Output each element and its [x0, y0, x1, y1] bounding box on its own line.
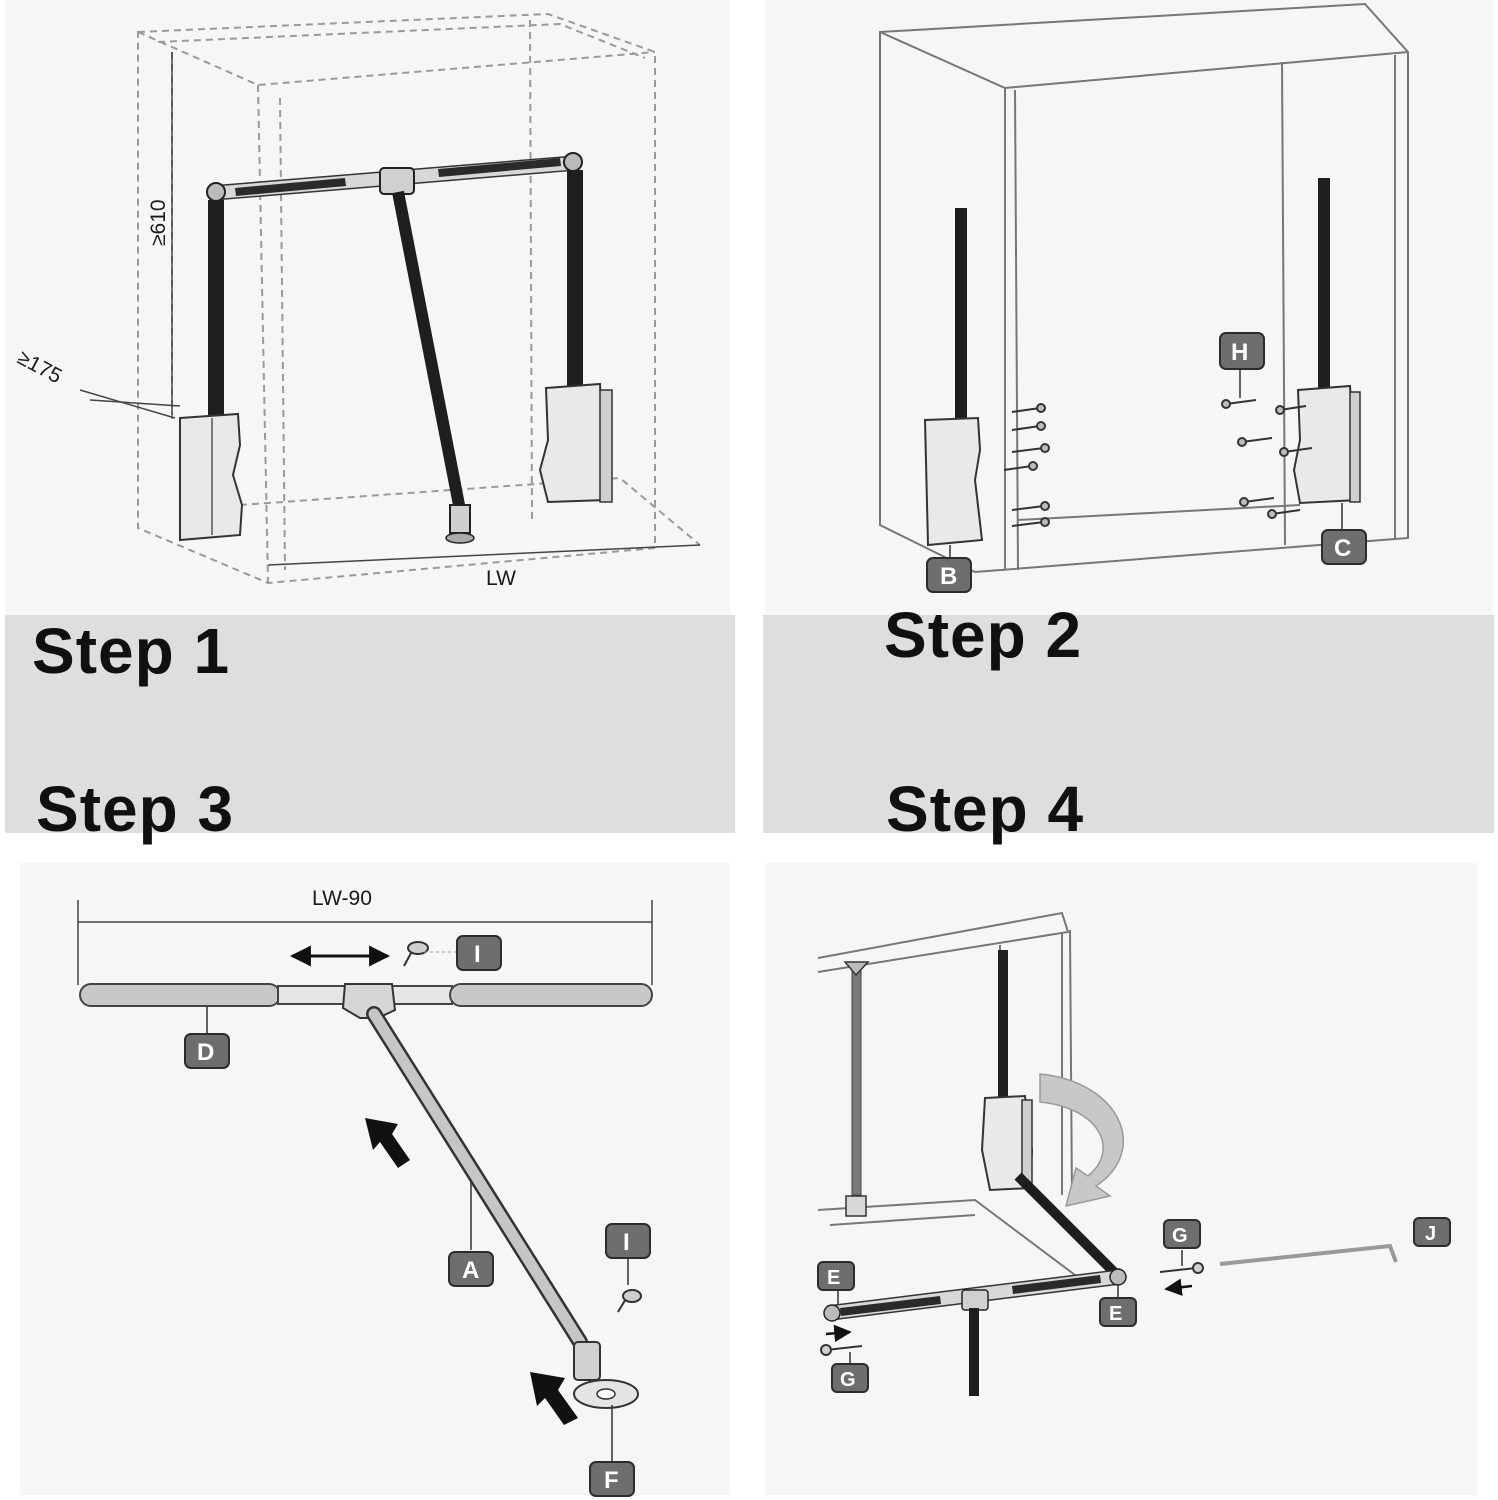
tag-c: C	[1321, 529, 1367, 565]
svg-text:I: I	[474, 941, 481, 968]
screw-direction-right	[1164, 1278, 1193, 1296]
svg-text:C: C	[1334, 535, 1351, 562]
step-4-title: Step 4	[886, 773, 1085, 845]
inner-width-label: LW	[486, 567, 516, 590]
step-3-title: Step 3	[36, 773, 235, 845]
push-arrow-lower	[530, 1372, 578, 1425]
screw-direction-left	[825, 1324, 852, 1343]
step3-screw-bottom	[617, 1289, 642, 1313]
tag-a: A	[448, 1251, 494, 1287]
step1-wardrobe-lift	[179, 152, 613, 544]
tag-i-bottom: I	[605, 1223, 651, 1259]
tag-j: J	[1413, 1217, 1451, 1247]
step4-panel	[765, 863, 1477, 1495]
tag-i-top: I	[456, 935, 502, 971]
tag-b: B	[926, 557, 972, 593]
tag-f: F	[589, 1461, 635, 1497]
push-arrow-upper	[365, 1118, 410, 1168]
rotate-arrow	[1039, 1073, 1125, 1208]
svg-text:D: D	[197, 1039, 214, 1066]
svg-text:E: E	[827, 1267, 840, 1289]
svg-text:J: J	[1425, 1223, 1436, 1245]
svg-text:B: B	[940, 563, 957, 590]
tag-e-left: E	[817, 1261, 855, 1291]
step-2-title: Step 2	[884, 599, 1083, 671]
step2-panel	[765, 0, 1493, 615]
tag-g-top: G	[1163, 1219, 1201, 1249]
tag-h: H	[1219, 332, 1265, 370]
svg-text:F: F	[604, 1467, 619, 1494]
step-1-title: Step 1	[32, 615, 231, 687]
step2-band	[763, 615, 1494, 833]
step1-panel	[5, 0, 730, 615]
step1-dimension-lines	[79, 52, 701, 566]
step3-rail-d	[79, 983, 653, 1019]
step3-arm-a	[366, 1006, 639, 1409]
svg-text:E: E	[1109, 1303, 1122, 1325]
step3-dimension	[77, 900, 653, 985]
tag-e-right: E	[1099, 1297, 1137, 1327]
rail-length-label: LW-90	[312, 887, 372, 910]
svg-text:G: G	[840, 1369, 856, 1391]
step4-rail	[823, 1268, 1127, 1396]
step2-lift-arms	[923, 178, 1361, 547]
step3-screw-top	[403, 941, 429, 967]
tag-g-bottom: G	[831, 1363, 869, 1393]
svg-text:A: A	[462, 1257, 479, 1284]
step1-band	[5, 615, 735, 833]
step4-right-arm	[980, 950, 1120, 1278]
svg-text:I: I	[623, 1229, 630, 1256]
step2-cabinet	[879, 2, 1409, 574]
step4-left-arm	[843, 961, 870, 1217]
tag-d: D	[184, 1033, 230, 1069]
min-height-label: ≥610	[147, 199, 170, 246]
svg-text:G: G	[1172, 1225, 1188, 1247]
min-depth-label: ≥175	[14, 346, 66, 388]
svg-text:H: H	[1231, 339, 1248, 366]
allen-key-j	[1219, 1243, 1398, 1266]
step2-screws	[1003, 399, 1313, 527]
step4-screws	[820, 1262, 1204, 1356]
